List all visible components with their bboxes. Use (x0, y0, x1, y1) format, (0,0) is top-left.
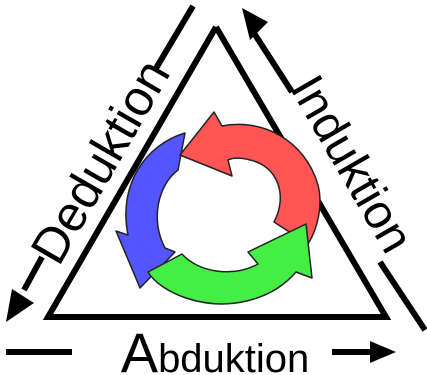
induktion-line-bottom (377, 260, 427, 332)
induktion-line-top (249, 28, 295, 94)
arrow-right-icon (370, 341, 396, 363)
arrow-up-right-icon (242, 8, 268, 40)
blue-arc (115, 132, 186, 289)
cycle-icon (115, 111, 321, 305)
arrow-down-left-icon (6, 289, 34, 322)
label-abduktion-initial: A (121, 321, 159, 375)
label-abduktion: Abduktion (121, 321, 310, 375)
green-arc (147, 223, 313, 305)
deduktion-line-bottom (21, 255, 45, 292)
deduktion-line-top (152, 4, 196, 72)
red-arc (179, 111, 321, 245)
label-abduktion-rest: bduktion (158, 337, 309, 375)
